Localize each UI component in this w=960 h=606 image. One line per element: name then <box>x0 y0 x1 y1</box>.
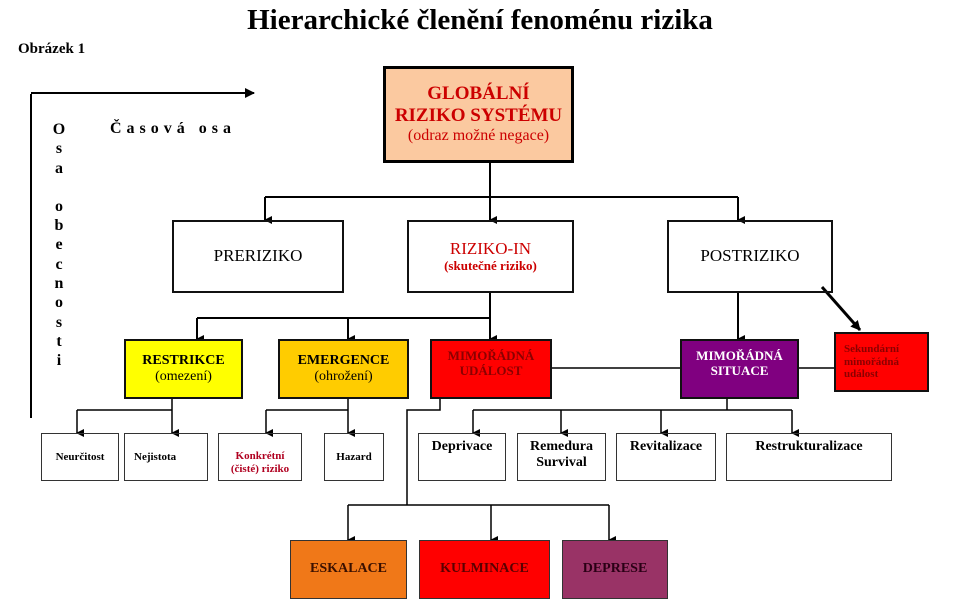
axis-letter: i <box>56 352 62 370</box>
sekundarni-label-2: mimořádná <box>844 355 899 368</box>
axis-spacer <box>50 178 68 197</box>
restrukturalizace-label: Restrukturalizace <box>755 439 863 454</box>
axis-letter: O <box>52 121 66 138</box>
risk-in-label: RIZIKO-IN <box>449 239 532 259</box>
restrikce-note: (omezení) <box>155 369 212 384</box>
diagram-title: Hierarchické členění fenoménu rizika <box>247 4 713 36</box>
deprivace-label: Deprivace <box>431 439 493 454</box>
global-risk-box: GLOBÁLNÍ RIZIKO SYSTÉMU (odraz možné neg… <box>383 66 574 163</box>
axis-letter: o <box>55 197 63 215</box>
neurcitost-box: Neurčitost <box>41 433 119 481</box>
axis-letter: s <box>55 313 63 331</box>
deprese-box: DEPRESE <box>562 540 668 599</box>
prerisk-box: PRERIZIKO <box>172 220 344 293</box>
restrikce-label: RESTRIKCE <box>142 352 225 368</box>
global-risk-title: GLOBÁLNÍ <box>427 83 530 105</box>
emergence-box: EMERGENCE (ohrožení) <box>278 339 409 399</box>
hazard-box: Hazard <box>324 433 384 481</box>
prerisk-label: PRERIZIKO <box>213 246 303 265</box>
nejistota-box: Nejistota <box>124 433 208 481</box>
global-risk-subtitle: RIZIKO SYSTÉMU <box>394 105 563 127</box>
global-risk-note: (odraz možné negace) <box>407 127 550 145</box>
hazard-label: Hazard <box>336 450 372 463</box>
postrisk-box: POSTRIZIKO <box>667 220 833 293</box>
restrukturalizace-box: Restrukturalizace <box>726 433 892 481</box>
kulminace-box: KULMINACE <box>419 540 550 599</box>
situace-label-2: SITUACE <box>710 362 769 378</box>
axis-letter: e <box>55 236 63 254</box>
vertical-axis-label: O s a o b e c n o s t i <box>50 120 68 371</box>
horizontal-axis-label: Časová osa <box>110 120 237 137</box>
situace-label-1: MIMOŘÁDNÁ <box>696 348 783 363</box>
axis-letter: t <box>56 332 62 350</box>
axis-letter: n <box>54 275 64 293</box>
konkretni-riziko-box: Konkrétní (čisté) riziko <box>218 433 302 481</box>
sekundarni-label-1: Sekundární <box>844 343 900 356</box>
postrisk-label: POSTRIZIKO <box>700 246 800 265</box>
risk-in-note: (skutečné riziko) <box>444 257 537 273</box>
axis-letter: c <box>55 255 63 273</box>
nejistota-label: Nejistota <box>134 450 177 463</box>
udalost-label-1: MIMOŘÁDNÁ <box>447 348 535 363</box>
sekundarni-udalost-box: Sekundární mimořádná událost <box>834 332 929 392</box>
remedura-label: Remedura <box>530 439 593 454</box>
deprese-label: DEPRESE <box>582 561 648 577</box>
mimoradna-udalost-box: MIMOŘÁDNÁ UDÁLOST <box>430 339 552 399</box>
sekundarni-label-3: událost <box>844 368 879 381</box>
emergence-note: (ohrožení) <box>314 369 373 384</box>
revitalizace-label: Revitalizace <box>629 439 703 454</box>
konkretni-label-1: Konkrétní <box>235 450 285 463</box>
figure-label: Obrázek 1 <box>18 41 86 57</box>
revitalizace-box: Revitalizace <box>616 433 716 481</box>
axis-letter: o <box>55 294 63 312</box>
emergence-label: EMERGENCE <box>297 352 390 368</box>
axis-letter: s <box>55 140 63 158</box>
deprivace-box: Deprivace <box>418 433 506 481</box>
restrikce-box: RESTRIKCE (omezení) <box>124 339 243 399</box>
mimoradna-situace-box: MIMOŘÁDNÁ SITUACE <box>680 339 799 399</box>
konkretni-label-2: (čisté) riziko <box>230 463 290 475</box>
eskalace-box: ESKALACE <box>290 540 407 599</box>
kulminace-label: KULMINACE <box>440 561 529 577</box>
axis-letter: b <box>54 217 64 235</box>
axis-letter: a <box>55 159 63 177</box>
remedura-box: Remedura Survival <box>517 433 606 481</box>
survival-label: Survival <box>536 455 587 471</box>
udalost-label-2: UDÁLOST <box>459 362 523 378</box>
neurcitost-label: Neurčitost <box>55 450 105 463</box>
eskalace-label: ESKALACE <box>309 561 388 577</box>
risk-in-box: RIZIKO-IN (skutečné riziko) <box>407 220 574 293</box>
